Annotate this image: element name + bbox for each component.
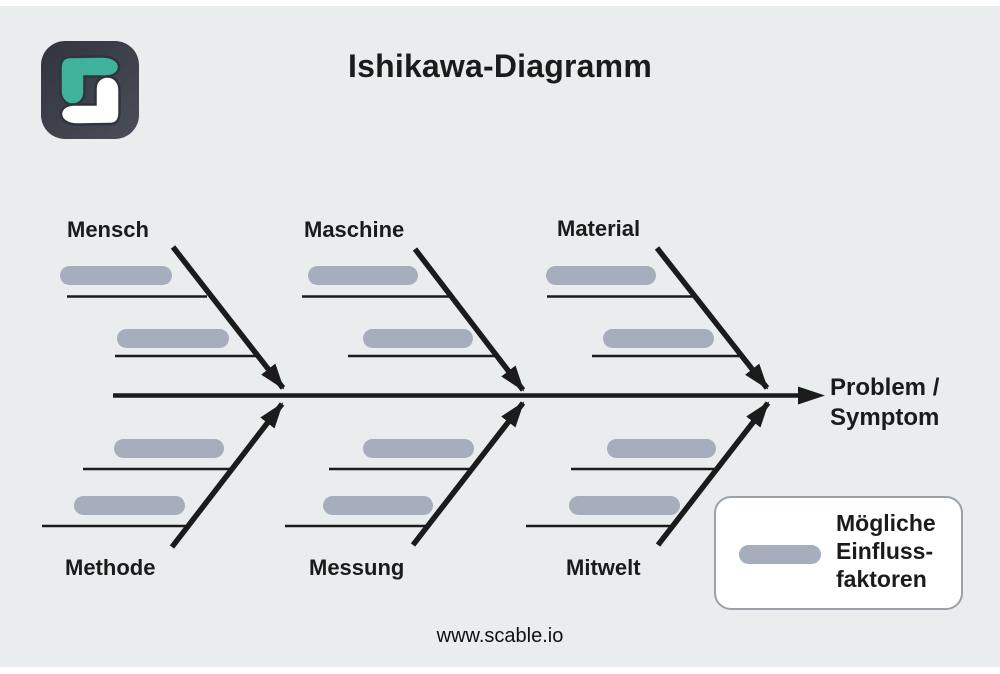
category-label-maschine: Maschine [304,217,405,242]
legend-box: Mögliche Einfluss- faktoren [714,496,963,610]
factor-pill [569,496,680,515]
factor-pill [308,266,418,285]
factor-pill [117,329,229,348]
spine-arrowhead [798,386,825,405]
category-label-mensch: Mensch [67,217,149,242]
bone-methode [169,402,285,549]
category-label-methode: Methode [65,555,156,580]
factor-pill [546,266,656,285]
logo-s-top-half [59,55,121,106]
category-label-material: Material [557,216,641,241]
legend-text-line3: faktoren [836,566,927,592]
diagram-canvas: Ishikawa-Diagramm [0,6,1000,667]
effect-label-line2: Symptom [830,404,940,431]
factor-pill [607,439,716,458]
factor-pill [363,439,474,458]
legend-text: Mögliche Einfluss- faktoren [836,509,936,593]
logo-s-bottom-half [59,75,121,126]
bone-mitwelt [655,401,771,547]
effect-label-line1: Problem / [830,374,940,401]
factor-pill [603,329,714,348]
legend-pill-icon [739,545,821,564]
scable-s-logo-icon [41,41,139,139]
bone-mensch [170,245,286,390]
factor-pill [323,496,433,515]
bone-maschine [412,247,526,392]
factor-pill [114,439,224,458]
factor-pill [60,266,172,285]
footer-url: www.scable.io [436,625,564,647]
factor-pill [74,496,185,515]
bone-messung [410,401,526,547]
category-label-messung: Messung [309,555,405,580]
category-label-mitwelt: Mitwelt [566,555,641,580]
legend-text-line2: Einfluss- [836,538,934,564]
factor-pill [363,329,473,348]
legend-text-line1: Mögliche [836,510,936,536]
effect-label: Problem / Symptom [830,373,939,433]
bone-material [654,246,770,390]
page-title: Ishikawa-Diagramm [348,48,652,84]
